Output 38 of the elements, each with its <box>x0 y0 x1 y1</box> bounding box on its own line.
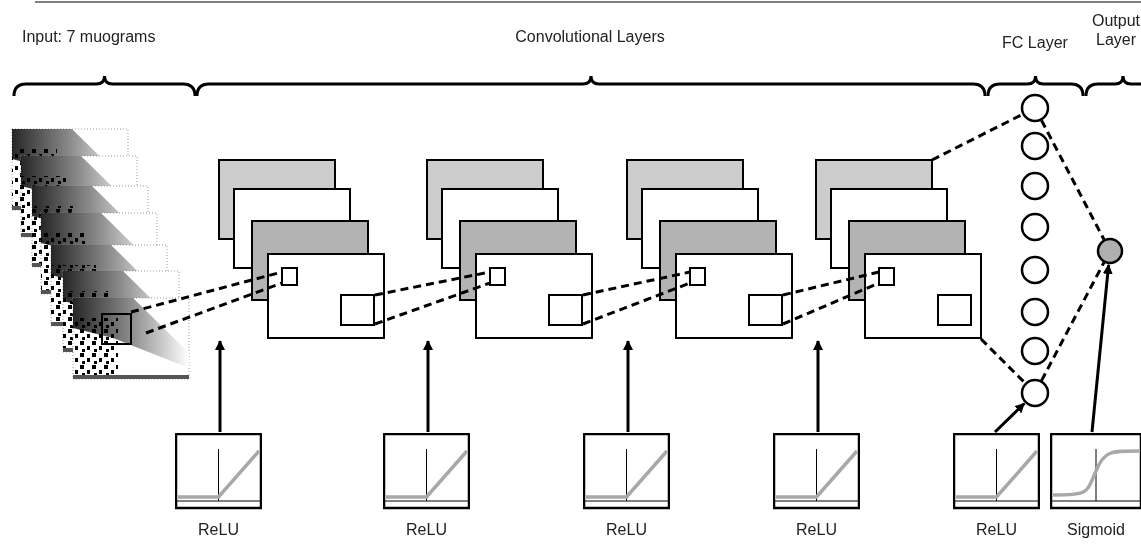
arrow <box>215 340 225 432</box>
arrow <box>993 402 1026 434</box>
section-heading: Convolutional Layers <box>514 27 666 46</box>
activation-label: ReLU <box>605 521 648 539</box>
activation-label: ReLU <box>405 521 448 539</box>
activation-label: ReLU <box>795 521 838 539</box>
activation-label: ReLU <box>197 521 240 539</box>
dashed-connector-line <box>582 270 691 297</box>
dashed-connector-line <box>582 281 691 326</box>
neuron-circle <box>1020 212 1050 242</box>
feature-map-stack-drawing <box>626 159 794 341</box>
neuron-circle <box>1020 93 1050 123</box>
dashed-connector-line <box>979 337 1027 385</box>
feature-map-stack-drawing <box>426 159 594 341</box>
activation-label: Sigmoid <box>1066 521 1126 539</box>
neuron-circle <box>1020 378 1050 408</box>
arrow <box>813 340 823 432</box>
neuron-circle <box>1020 297 1050 327</box>
dashed-connector-line <box>145 281 283 335</box>
neuron-circle <box>1020 131 1050 161</box>
dashed-connector-line <box>931 112 1024 162</box>
section-heading: Input: 7 muograms <box>22 27 156 46</box>
section-heading: FC Layer <box>1001 33 1069 52</box>
section-heading: Output Layer <box>1091 11 1141 49</box>
arrow <box>423 340 433 432</box>
arrow <box>1090 263 1113 433</box>
neuron-circle <box>1020 171 1050 201</box>
feature-map-stack-drawing <box>218 159 386 341</box>
dashed-connector-line <box>1040 119 1106 241</box>
output-neuron-circle <box>1096 237 1124 265</box>
arrow <box>623 340 633 432</box>
feature-map-stack-drawing <box>815 159 983 341</box>
neuron-circle <box>1020 255 1050 285</box>
dashed-connector-line <box>374 281 491 326</box>
dashed-connector-line <box>782 270 880 297</box>
dashed-connector-line <box>1040 261 1106 382</box>
neuron-circle <box>1020 336 1050 366</box>
activation-label: ReLU <box>975 521 1018 539</box>
